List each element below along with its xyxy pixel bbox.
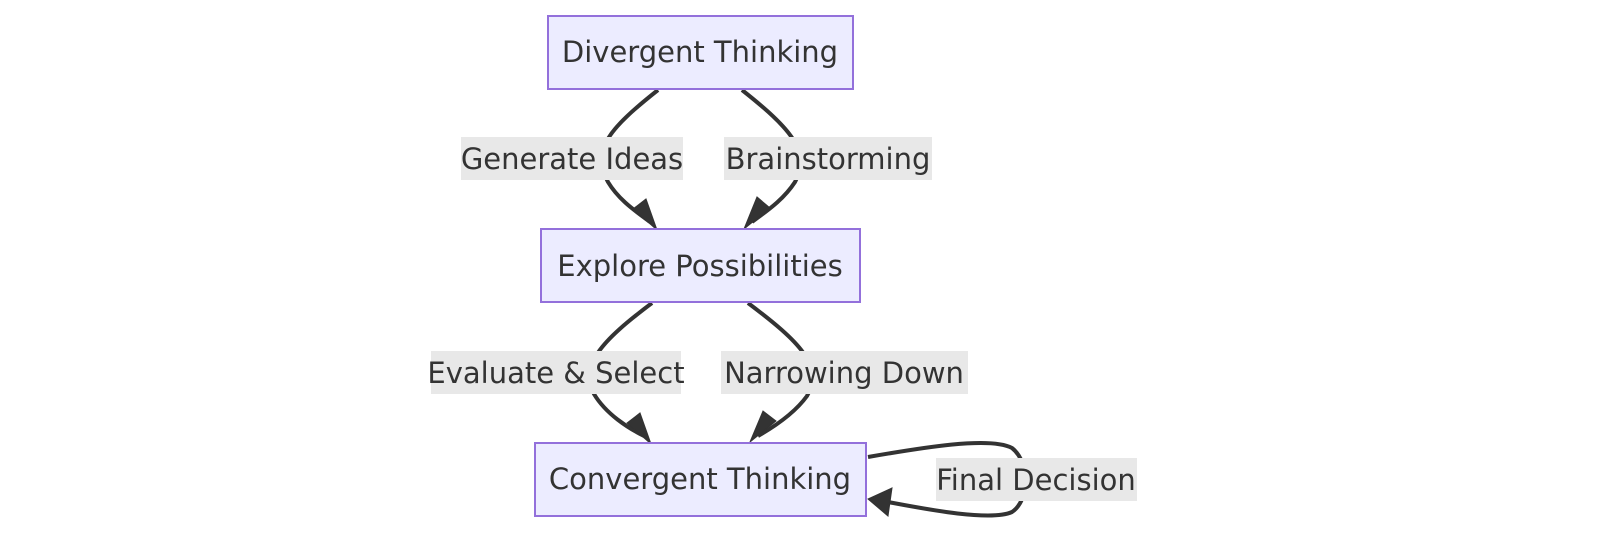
edge-label-narrowing-down: Narrowing Down <box>721 351 968 394</box>
edge-label-generate-ideas-text: Generate Ideas <box>461 142 683 176</box>
edge-label-brainstorming: Brainstorming <box>724 137 932 180</box>
edge-label-narrowing-down-text: Narrowing Down <box>724 356 964 390</box>
edge-label-generate-ideas: Generate Ideas <box>461 137 683 180</box>
node-divergent-thinking-label: Divergent Thinking <box>562 35 838 69</box>
node-explore-possibilities: Explore Possibilities <box>540 228 861 303</box>
node-convergent-thinking-label: Convergent Thinking <box>549 462 851 496</box>
edge-label-final-decision-text: Final Decision <box>936 463 1136 497</box>
edge-label-final-decision: Final Decision <box>936 458 1137 501</box>
node-convergent-thinking: Convergent Thinking <box>534 442 867 517</box>
node-divergent-thinking: Divergent Thinking <box>547 15 854 90</box>
edge-label-brainstorming-text: Brainstorming <box>726 142 931 176</box>
node-explore-possibilities-label: Explore Possibilities <box>557 249 842 283</box>
edge-label-evaluate-select: Evaluate & Select <box>427 351 685 394</box>
edge-label-evaluate-select-text: Evaluate & Select <box>427 356 684 390</box>
